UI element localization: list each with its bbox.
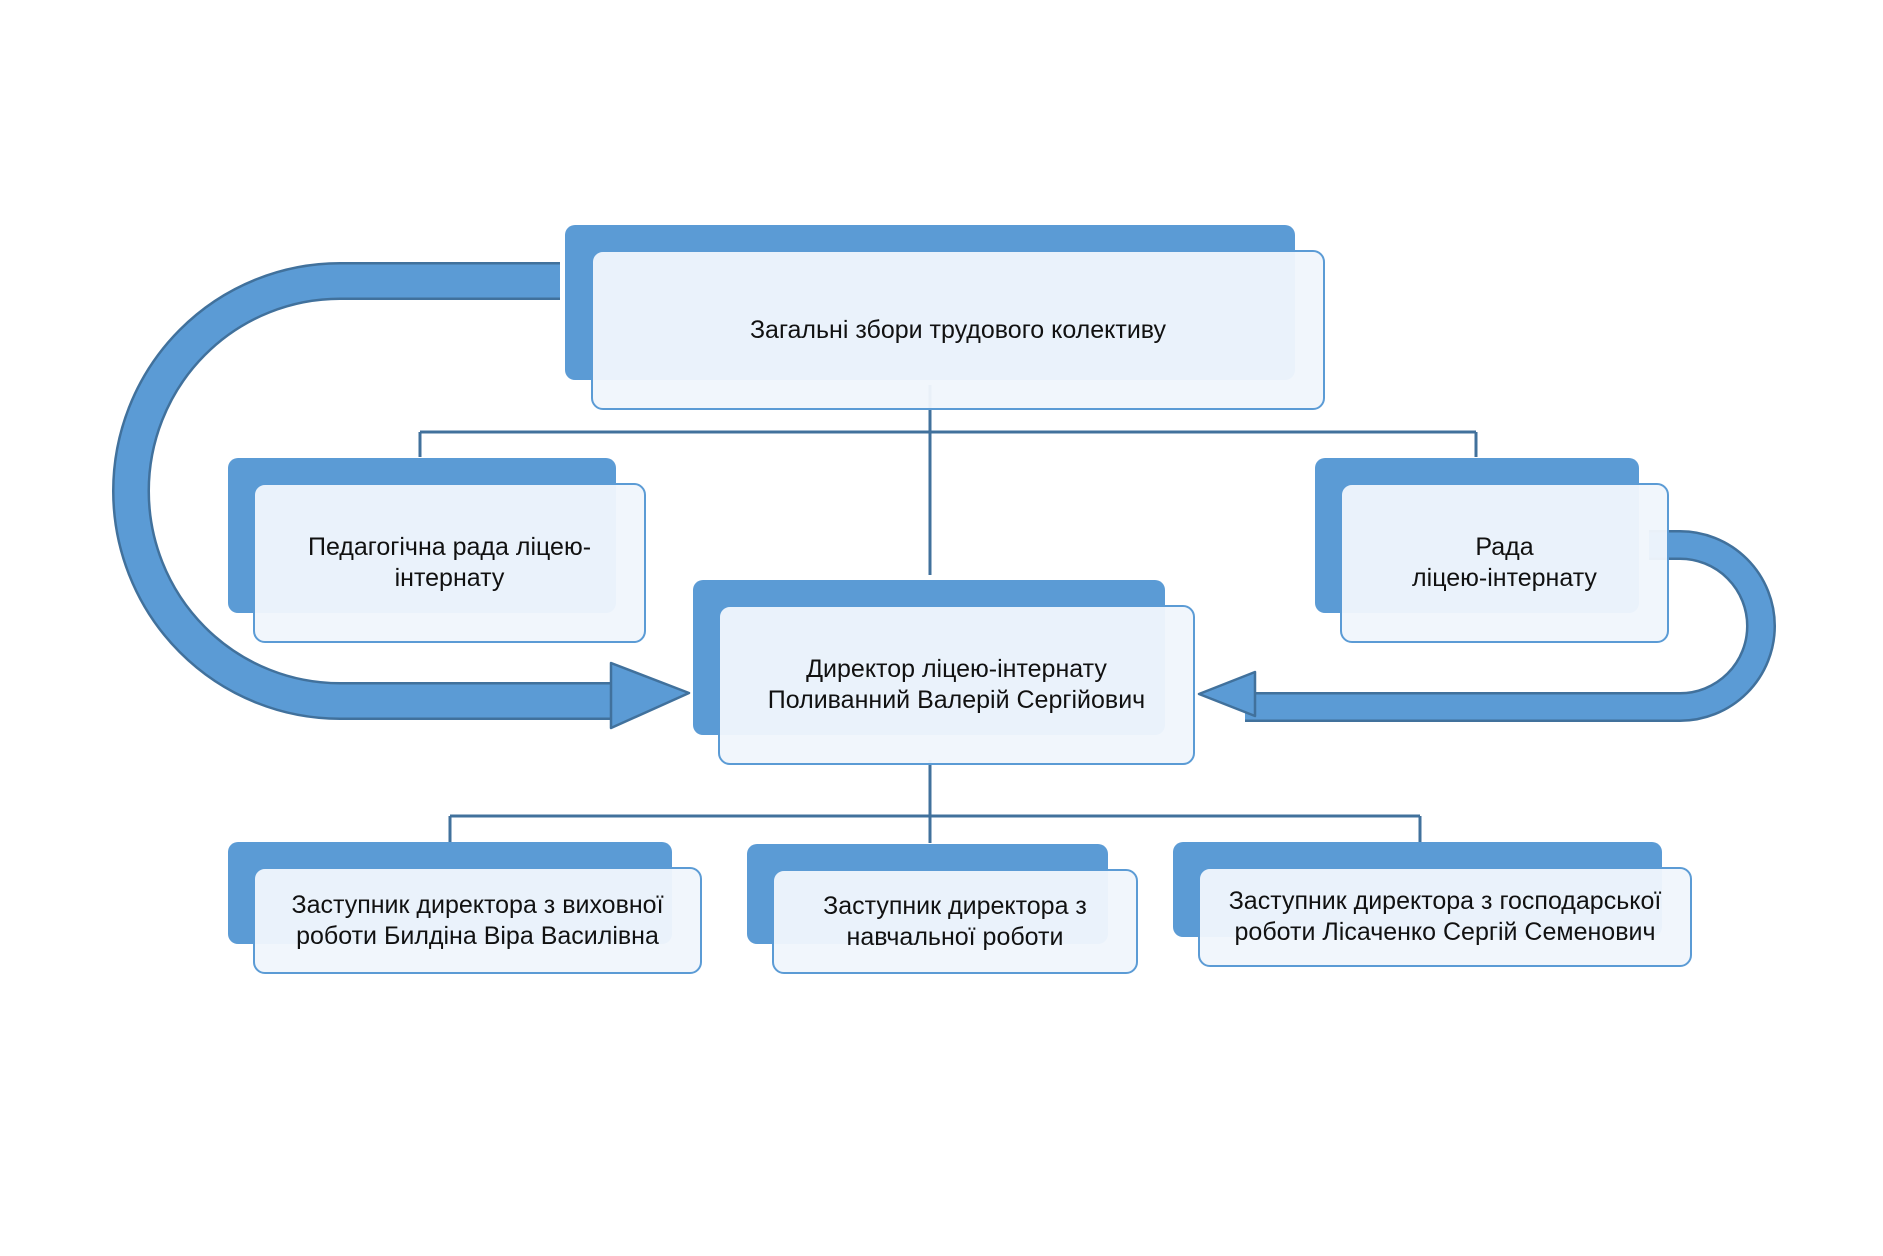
deputy-academic-card: Заступник директора з навчальної роботи bbox=[772, 869, 1138, 974]
left-arrow-head bbox=[609, 661, 691, 730]
lyceum-council-box: Рада ліцею-інтернату bbox=[1315, 458, 1669, 643]
pedagogical-council-card: Педагогічна рада ліцею- інтернату bbox=[253, 483, 646, 643]
deputy-educational-card: Заступник директора з виховної роботи Би… bbox=[253, 867, 702, 974]
deputy-economic-card: Заступник директора з господарської робо… bbox=[1198, 867, 1692, 967]
director-box: Директор ліцею-інтернату Поливанний Вале… bbox=[693, 580, 1195, 765]
pedagogical-council-label: Педагогічна рада ліцею- інтернату bbox=[307, 533, 592, 592]
lyceum-council-label: Рада ліцею-інтернату bbox=[1412, 533, 1597, 592]
lyceum-council-card: Рада ліцею-інтернату bbox=[1340, 483, 1669, 643]
general-assembly-box: Загальні збори трудового колективу bbox=[565, 225, 1325, 410]
pedagogical-council-box: Педагогічна рада ліцею- інтернату bbox=[228, 458, 646, 643]
deputy-academic-box: Заступник директора з навчальної роботи bbox=[747, 844, 1138, 974]
right-arrow-head bbox=[1197, 670, 1257, 718]
general-assembly-label: Загальні збори трудового колективу bbox=[749, 315, 1167, 344]
deputy-educational-box: Заступник директора з виховної роботи Би… bbox=[228, 842, 702, 974]
deputy-educational-label: Заступник директора з виховної роботи Би… bbox=[291, 890, 664, 950]
deputy-academic-label: Заступник директора з навчальної роботи bbox=[823, 891, 1087, 951]
director-label: Директор ліцею-інтернату Поливанний Вале… bbox=[767, 655, 1146, 714]
deputy-economic-box: Заступник директора з господарської робо… bbox=[1173, 842, 1692, 967]
director-card: Директор ліцею-інтернату Поливанний Вале… bbox=[718, 605, 1195, 765]
deputy-economic-label: Заступник директора з господарської робо… bbox=[1228, 887, 1662, 946]
general-assembly-card: Загальні збори трудового колективу bbox=[591, 250, 1325, 410]
